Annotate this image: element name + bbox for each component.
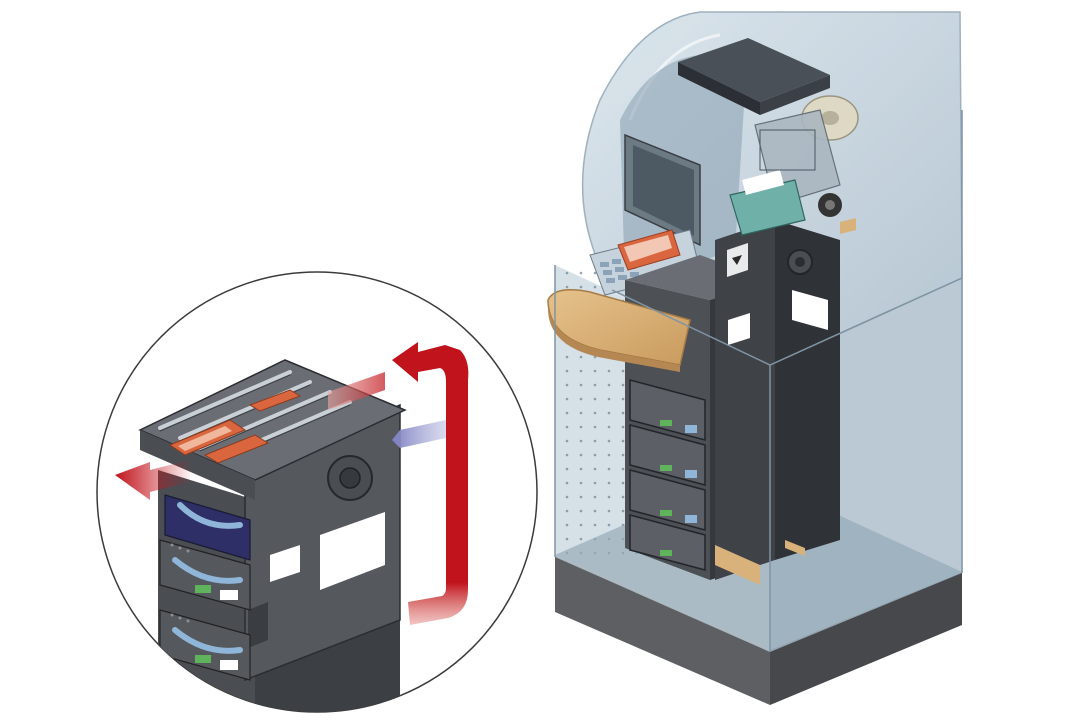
cassette xyxy=(159,539,251,611)
dispense-arrow xyxy=(115,460,190,500)
cassette xyxy=(159,609,251,681)
atm-screen xyxy=(624,133,701,247)
detail-callout xyxy=(96,271,538,713)
dispenser-closeup xyxy=(115,342,469,712)
note-flow-arrows xyxy=(115,342,469,625)
receipt-printer xyxy=(729,95,859,236)
banknote xyxy=(203,434,270,464)
banknote xyxy=(248,389,302,412)
atm-keypad xyxy=(589,229,701,296)
feed-arrow xyxy=(328,372,385,410)
atm-cabinet xyxy=(547,11,963,705)
side-tower xyxy=(715,218,856,585)
cassette xyxy=(164,494,251,561)
top-unit xyxy=(678,38,830,115)
writing-shelf xyxy=(547,289,691,372)
recirculation-arrow xyxy=(392,342,469,625)
glass-enclosure-edges xyxy=(554,110,963,652)
